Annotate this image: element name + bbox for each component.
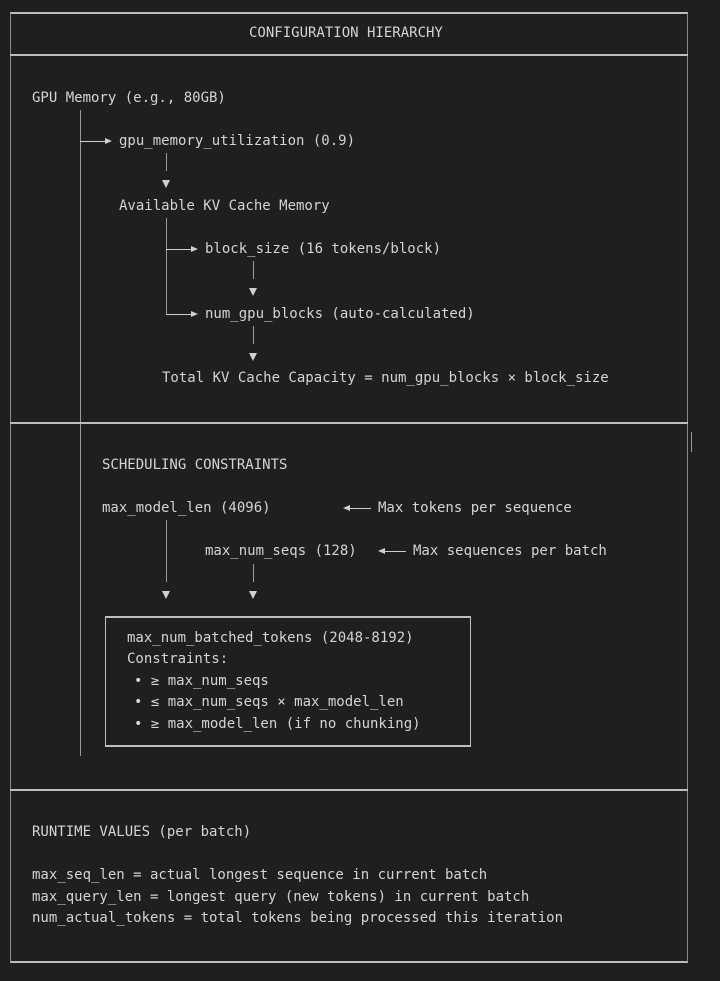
connector-line [253,261,254,279]
constraint-item: • ≥ max_num_seqs [134,673,269,689]
arrow-down-icon [162,591,170,599]
connector-line [166,218,167,314]
constraint-item: • ≤ max_num_seqs × max_model_len [134,694,404,710]
section-divider [10,789,688,791]
block-size-label: block_size (16 tokens/block) [205,241,442,257]
max-model-len-label: max_model_len (4096) [102,500,271,516]
runtime-line: num_actual_tokens = total tokens being p… [32,910,564,926]
arrow-down-icon [249,353,257,361]
num-gpu-blocks-label: num_gpu_blocks (auto-calculated) [205,306,475,322]
connector-line [253,326,254,344]
max-model-len-note: Max tokens per sequence [378,500,572,516]
arrow-down-icon [249,591,257,599]
arrow-left-icon [343,505,371,511]
arrow-right-icon [166,311,198,317]
gpu-memory-utilization-label: gpu_memory_utilization (0.9) [119,133,356,149]
runtime-line: max_seq_len = actual longest sequence in… [32,867,488,883]
section-divider [10,422,688,424]
connector-line [166,153,167,171]
outer-frame [10,12,688,963]
runtime-line: max_query_len = longest query (new token… [32,889,530,905]
scheduling-title: SCHEDULING CONSTRAINTS [102,457,288,473]
title-divider [10,54,688,56]
arrow-right-icon [166,246,198,252]
connector-line [166,520,167,582]
constraint-item: • ≥ max_model_len (if no chunking) [134,716,421,732]
main-trunk-line [80,110,81,756]
batched-tokens-box [105,616,471,747]
connector-line [253,564,254,582]
runtime-title: RUNTIME VALUES (per batch) [32,824,252,840]
arrow-right-icon [80,138,112,144]
available-kv-label: Available KV Cache Memory [119,198,330,214]
diagram-title: CONFIGURATION HIERARCHY [249,25,443,41]
edge-mark [691,432,692,452]
arrow-down-icon [249,288,257,296]
max-num-seqs-note: Max sequences per batch [413,543,607,559]
constraints-label: Constraints: [127,651,229,667]
batched-tokens-title: max_num_batched_tokens (2048-8192) [127,630,414,646]
arrow-left-icon [378,548,406,554]
total-kv-capacity-label: Total KV Cache Capacity = num_gpu_blocks… [162,370,609,386]
gpu-memory-label: GPU Memory (e.g., 80GB) [32,90,226,106]
arrow-down-icon [162,180,170,188]
max-num-seqs-label: max_num_seqs (128) [205,543,357,559]
